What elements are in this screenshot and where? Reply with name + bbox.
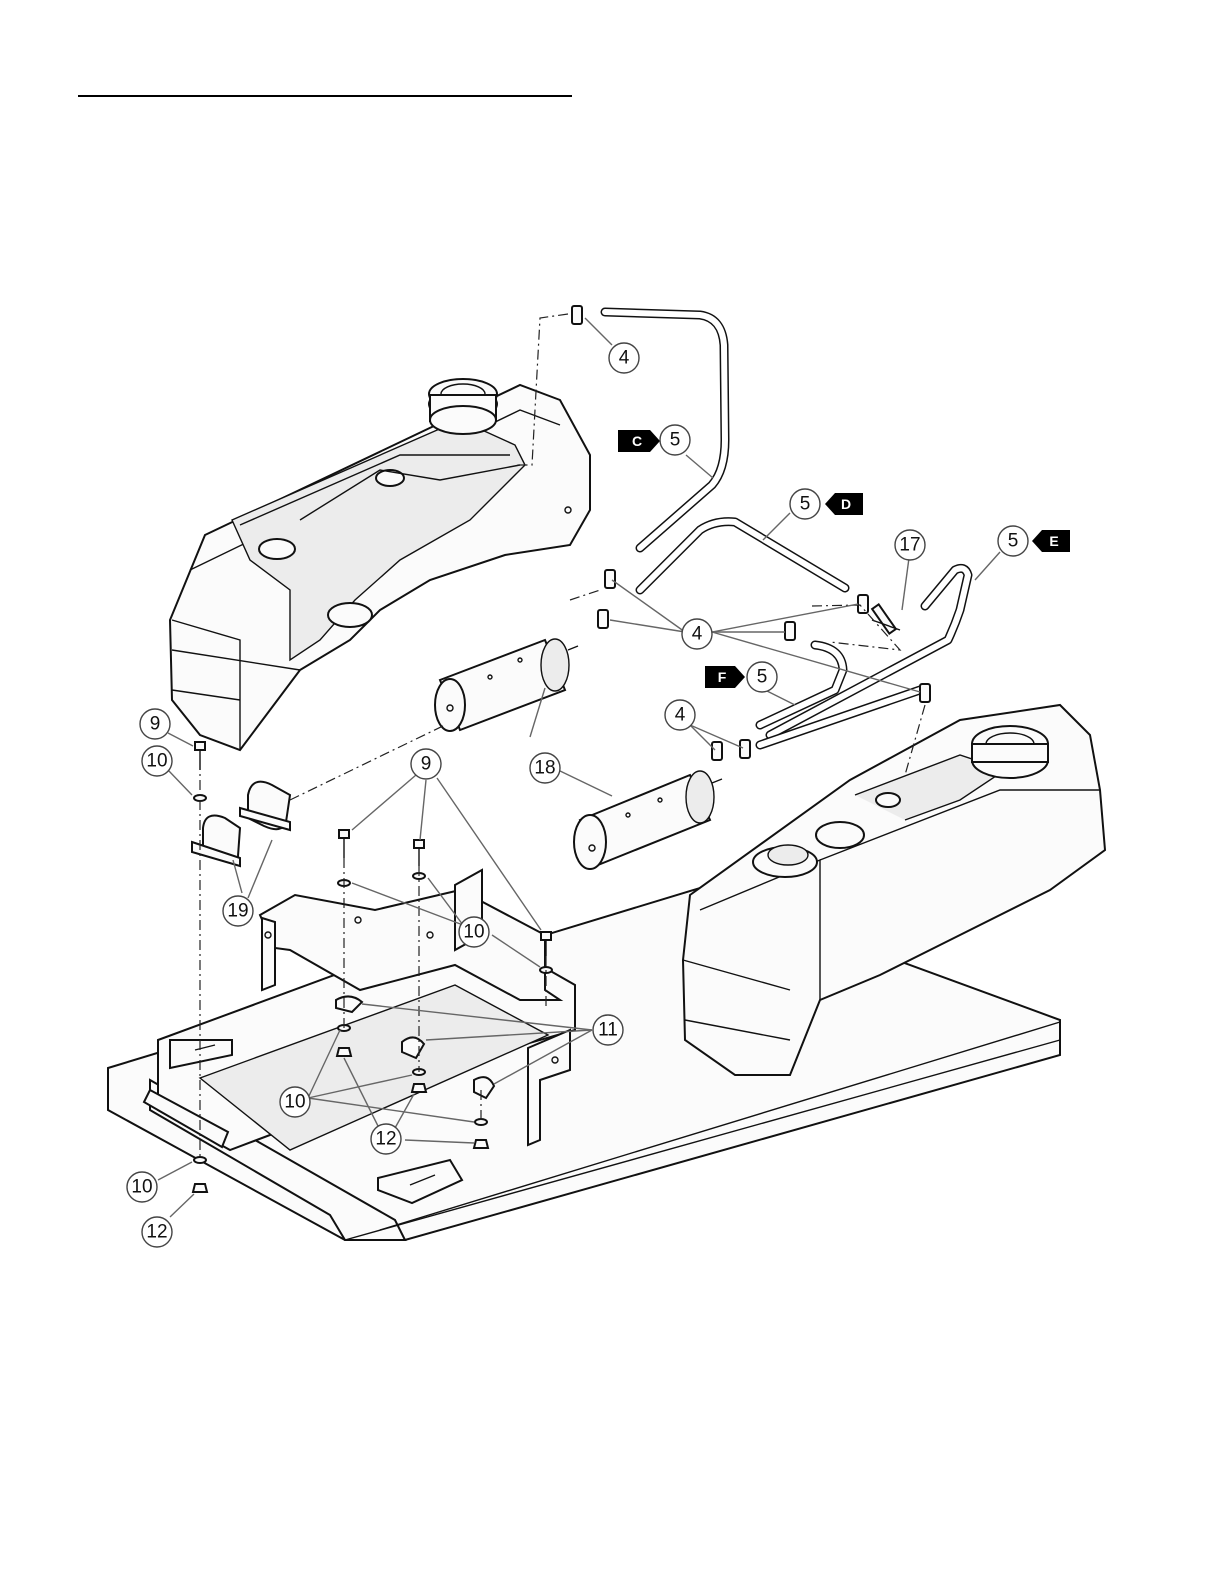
- callout-18: 18: [530, 753, 560, 783]
- tee-fitting: [872, 604, 900, 633]
- callout-4-top: 4: [609, 343, 639, 373]
- callout-5-f: 5: [747, 662, 777, 692]
- callout-5-e: 5: [998, 526, 1028, 556]
- tag-f: F: [705, 666, 745, 688]
- callout-17: 17: [895, 530, 925, 560]
- tag-c-label: C: [632, 433, 642, 449]
- svg-text:5: 5: [757, 667, 768, 688]
- callout-12-bottom: 12: [142, 1217, 172, 1247]
- svg-text:10: 10: [146, 751, 167, 772]
- svg-text:19: 19: [227, 901, 248, 922]
- callout-5-d: 5: [790, 489, 820, 519]
- svg-text:11: 11: [598, 1020, 618, 1041]
- callout-10-left: 10: [142, 746, 172, 776]
- svg-text:4: 4: [619, 348, 630, 369]
- svg-text:4: 4: [692, 624, 703, 645]
- svg-text:17: 17: [899, 535, 920, 556]
- callout-19: 19: [223, 896, 253, 926]
- callout-10-low: 10: [280, 1087, 310, 1117]
- svg-text:10: 10: [284, 1092, 305, 1113]
- tag-d: D: [825, 493, 863, 515]
- svg-text:5: 5: [670, 430, 681, 451]
- callout-5-c: 5: [660, 425, 690, 455]
- fuel-hoses: [605, 312, 968, 745]
- callout-9-mid: 9: [411, 749, 441, 779]
- svg-text:4: 4: [675, 705, 686, 726]
- tag-e-label: E: [1049, 533, 1058, 549]
- filter-clamps: [192, 782, 290, 866]
- svg-text:5: 5: [800, 494, 811, 515]
- fuel-filter-upper: [435, 639, 578, 731]
- callout-9-left: 9: [140, 709, 170, 739]
- svg-text:10: 10: [131, 1177, 152, 1198]
- tag-d-label: D: [841, 496, 851, 512]
- tag-e: E: [1032, 530, 1070, 552]
- svg-text:9: 9: [150, 714, 161, 735]
- svg-text:10: 10: [463, 922, 484, 943]
- callout-4-low: 4: [665, 700, 695, 730]
- svg-text:9: 9: [421, 754, 432, 775]
- tag-c: C: [618, 430, 660, 452]
- callout-10-bottom: 10: [127, 1172, 157, 1202]
- callout-12-low: 12: [371, 1124, 401, 1154]
- tag-f-label: F: [718, 669, 727, 685]
- svg-text:12: 12: [375, 1129, 396, 1150]
- callout-11: 11: [593, 1015, 623, 1045]
- callout-4-mid: 4: [682, 619, 712, 649]
- fuel-filter-lower: [574, 771, 722, 869]
- svg-text:12: 12: [146, 1222, 167, 1243]
- svg-text:18: 18: [534, 758, 555, 779]
- callout-10-mid: 10: [459, 917, 489, 947]
- svg-text:5: 5: [1008, 531, 1019, 552]
